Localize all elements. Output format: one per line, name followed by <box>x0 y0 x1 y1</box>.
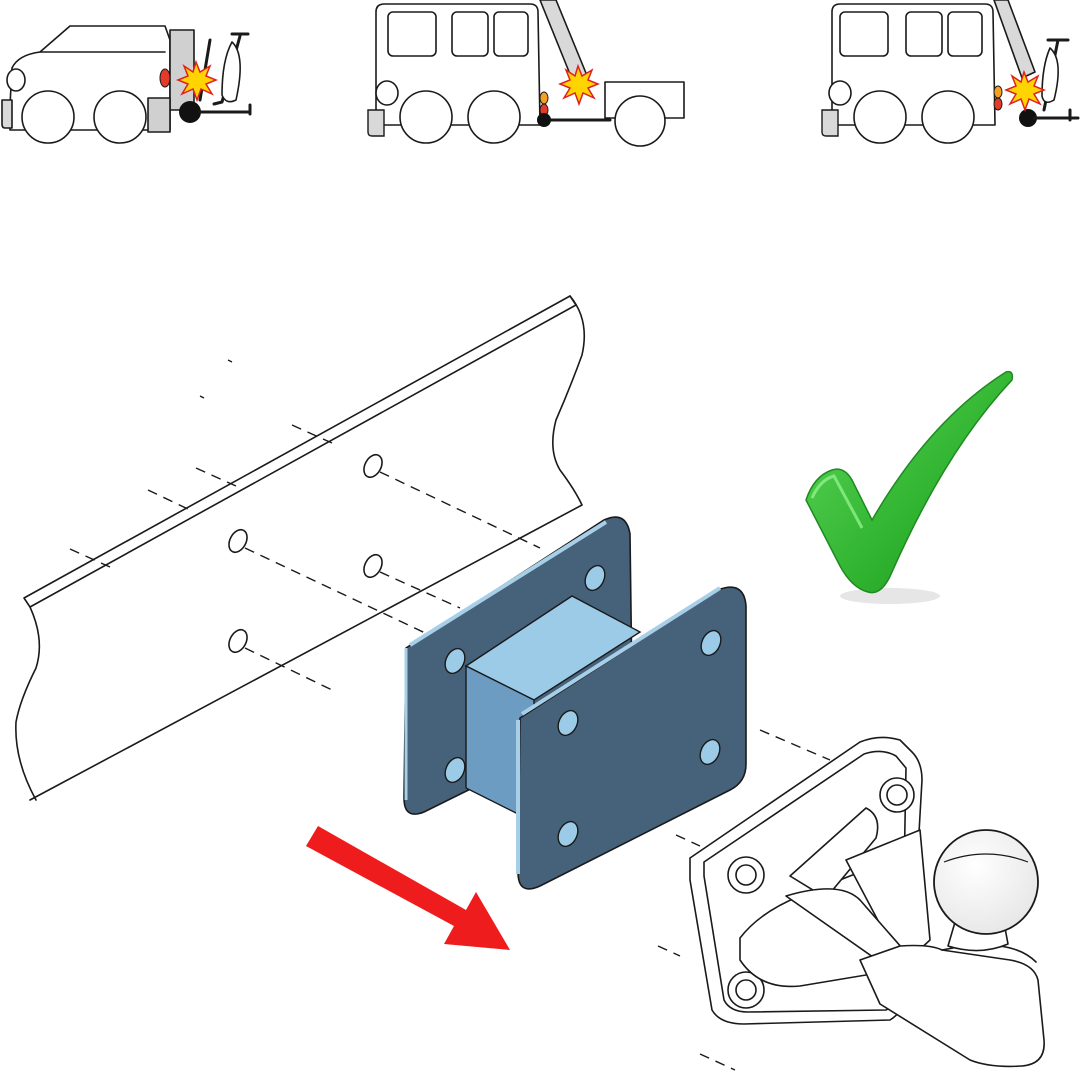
scene-van-trailer-collision <box>367 0 685 147</box>
scene-suv-collision <box>1 25 252 144</box>
hitch-adapter <box>403 516 747 890</box>
impact-burst-icon <box>557 63 601 107</box>
impact-burst-icon <box>175 59 219 103</box>
arrow-icon <box>306 826 510 950</box>
impact-burst-icon <box>1003 69 1047 113</box>
scene-van-bike-collision <box>821 0 1080 144</box>
frame-beam <box>15 295 586 801</box>
checkmark-icon <box>805 370 1014 604</box>
tow-ball-coupling <box>689 736 1045 1068</box>
alignment-lines <box>69 359 831 1071</box>
